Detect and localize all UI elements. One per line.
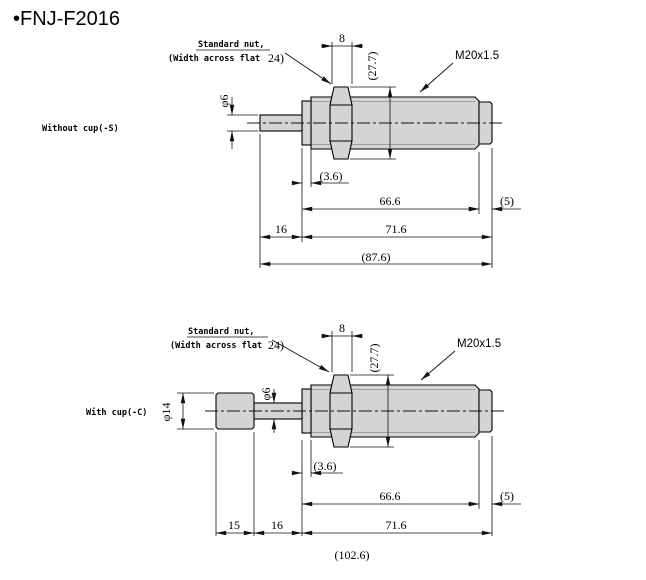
dim-rear-cap-length: (5) bbox=[468, 436, 521, 536]
absorber-body bbox=[310, 384, 480, 438]
dim-text: 71.6 bbox=[386, 222, 407, 236]
dim-rod-stroke-length: 16 bbox=[259, 134, 302, 268]
dim-thread-length: 66.6 bbox=[302, 440, 480, 509]
dim-overall-length: (102.6) bbox=[335, 548, 370, 562]
dim-body-length: 71.6 bbox=[302, 518, 492, 536]
standard-nut-note-line1: Standard nut, bbox=[198, 40, 265, 50]
dim-text: 8 bbox=[339, 321, 345, 335]
dim-text: 16 bbox=[275, 222, 287, 236]
view-without-cup: Without cup(-S) Standard nut, (Width acr… bbox=[42, 31, 521, 268]
view-label-without-cup: Without cup(-S) bbox=[42, 123, 119, 134]
thread-spec-label: M20x1.5 bbox=[457, 338, 501, 350]
absorber-with-cup-shapes bbox=[205, 374, 507, 448]
standard-nut-callout: Standard nut, (Width across flat 24) bbox=[168, 40, 332, 85]
dim-nut-corner-height: (27.7) bbox=[350, 52, 396, 160]
dim-thread-length: 66.6 bbox=[302, 152, 480, 214]
view-with-cup: With cup(-C) Standard nut, (Width across… bbox=[86, 321, 521, 562]
dim-overall-length: (87.6) bbox=[260, 250, 492, 267]
dim-text: (102.6) bbox=[335, 548, 370, 562]
dim-collar-width: (3.6) bbox=[291, 148, 349, 242]
dim-rod-stroke-length: 16 bbox=[254, 518, 302, 536]
leader-line bbox=[271, 339, 330, 373]
absorber-without-cup-shapes bbox=[247, 86, 502, 160]
thread-spec-callout: M20x1.5 bbox=[420, 338, 501, 381]
leader-line bbox=[419, 62, 454, 93]
dim-text: (87.6) bbox=[362, 250, 391, 264]
dim-nut-width: 8 bbox=[321, 321, 363, 372]
width-across-flat-value: 24) bbox=[268, 338, 284, 352]
dim-text: φ6 bbox=[259, 388, 273, 401]
thread-spec-label: M20x1.5 bbox=[455, 50, 499, 62]
page-title: •FNJ-F2016 bbox=[13, 8, 120, 30]
dim-text: (5) bbox=[500, 489, 514, 503]
dim-text: (27.7) bbox=[365, 52, 379, 81]
dim-text: (3.6) bbox=[314, 459, 337, 473]
dim-nut-corner-height: (27.7) bbox=[350, 344, 394, 448]
dim-text: 15 bbox=[228, 518, 240, 532]
dim-text: 71.6 bbox=[386, 518, 407, 532]
standard-nut-note-line1: Standard nut, bbox=[188, 327, 255, 337]
leader-line bbox=[420, 350, 456, 381]
dim-text: φ14 bbox=[159, 403, 173, 422]
dim-nut-width: 8 bbox=[321, 31, 363, 84]
dim-text: φ6 bbox=[217, 95, 231, 108]
dim-rear-cap-length: (5) bbox=[468, 148, 521, 268]
leader-line bbox=[284, 52, 332, 85]
dim-text: 8 bbox=[339, 31, 345, 45]
dim-text: (5) bbox=[500, 194, 514, 208]
dim-text: (27.7) bbox=[367, 344, 381, 373]
dim-collar-width: (3.6) bbox=[291, 440, 343, 536]
dim-cup-length: 15 bbox=[215, 432, 255, 536]
dim-text: 66.6 bbox=[380, 489, 401, 503]
dim-text: (3.6) bbox=[320, 169, 343, 183]
width-across-flat-value: 24) bbox=[268, 51, 284, 65]
dim-body-length: 71.6 bbox=[302, 222, 492, 240]
dim-text: 16 bbox=[271, 518, 283, 532]
dim-rod-diameter: φ6 bbox=[259, 388, 277, 433]
dim-rod-diameter: φ6 bbox=[217, 95, 258, 149]
dim-text: 66.6 bbox=[380, 194, 401, 208]
standard-nut-note-line2: (Width across flat bbox=[170, 340, 262, 351]
standard-nut-callout: Standard nut, (Width across flat 24) bbox=[170, 327, 330, 373]
standard-nut-note-line2: (Width across flat bbox=[168, 53, 260, 64]
view-label-with-cup: With cup(-C) bbox=[86, 407, 147, 418]
dim-cup-diameter: φ14 bbox=[159, 392, 214, 430]
thread-spec-callout: M20x1.5 bbox=[419, 50, 499, 93]
